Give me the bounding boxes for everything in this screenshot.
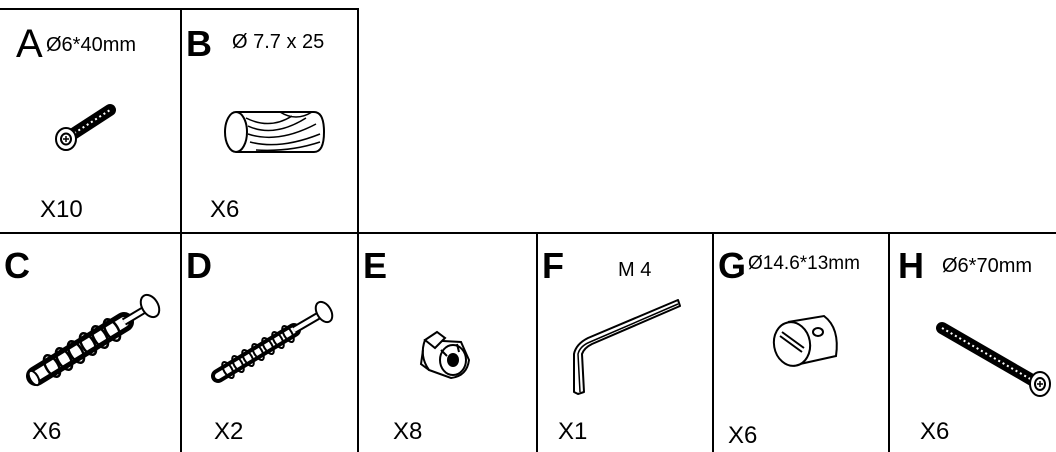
part-cell-c: C X6 bbox=[0, 234, 180, 452]
part-cell-g: G Ø14.6*13mm X6 bbox=[714, 234, 888, 452]
part-letter: D bbox=[186, 248, 212, 284]
part-quantity: X2 bbox=[214, 420, 243, 444]
part-spec: Ø 7.7 x 25 bbox=[232, 32, 324, 52]
part-quantity: X10 bbox=[40, 198, 83, 222]
long-bolt-icon bbox=[934, 320, 1054, 400]
part-spec: Ø6*70mm bbox=[942, 256, 1032, 276]
part-letter: E bbox=[363, 248, 387, 284]
part-spec: M 4 bbox=[618, 260, 651, 280]
part-letter: F bbox=[542, 248, 564, 284]
part-letter: C bbox=[4, 248, 30, 284]
part-spec: Ø14.6*13mm bbox=[748, 254, 860, 273]
part-quantity: X1 bbox=[558, 420, 587, 444]
long-cam-bolt-icon bbox=[26, 292, 166, 392]
cam-lock-icon bbox=[411, 326, 481, 386]
short-cam-bolt-icon bbox=[210, 300, 340, 390]
part-cell-a: A Ø6*40mm X10 bbox=[0, 10, 180, 232]
part-spec: Ø6*40mm bbox=[46, 35, 136, 55]
part-quantity: X6 bbox=[920, 420, 949, 444]
part-letter: A bbox=[16, 24, 43, 64]
divider-b-right bbox=[357, 8, 359, 234]
barrel-nut-icon bbox=[766, 308, 846, 388]
part-cell-e: E X8 bbox=[359, 234, 536, 452]
short-bolt-icon bbox=[48, 100, 128, 160]
part-quantity: X6 bbox=[728, 424, 757, 448]
part-quantity: X6 bbox=[32, 420, 61, 444]
part-letter: G bbox=[718, 248, 746, 284]
wood-dowel-icon bbox=[220, 108, 330, 158]
part-letter: H bbox=[898, 248, 924, 284]
part-cell-b: B Ø 7.7 x 25 X6 bbox=[182, 10, 357, 232]
allen-key-icon bbox=[568, 298, 688, 398]
part-quantity: X8 bbox=[393, 420, 422, 444]
part-cell-d: D X2 bbox=[182, 234, 357, 452]
part-quantity: X6 bbox=[210, 198, 239, 222]
part-cell-f: F M 4 X1 bbox=[538, 234, 712, 452]
part-letter: B bbox=[186, 26, 212, 62]
part-cell-h: H Ø6*70mm X6 bbox=[890, 234, 1056, 452]
